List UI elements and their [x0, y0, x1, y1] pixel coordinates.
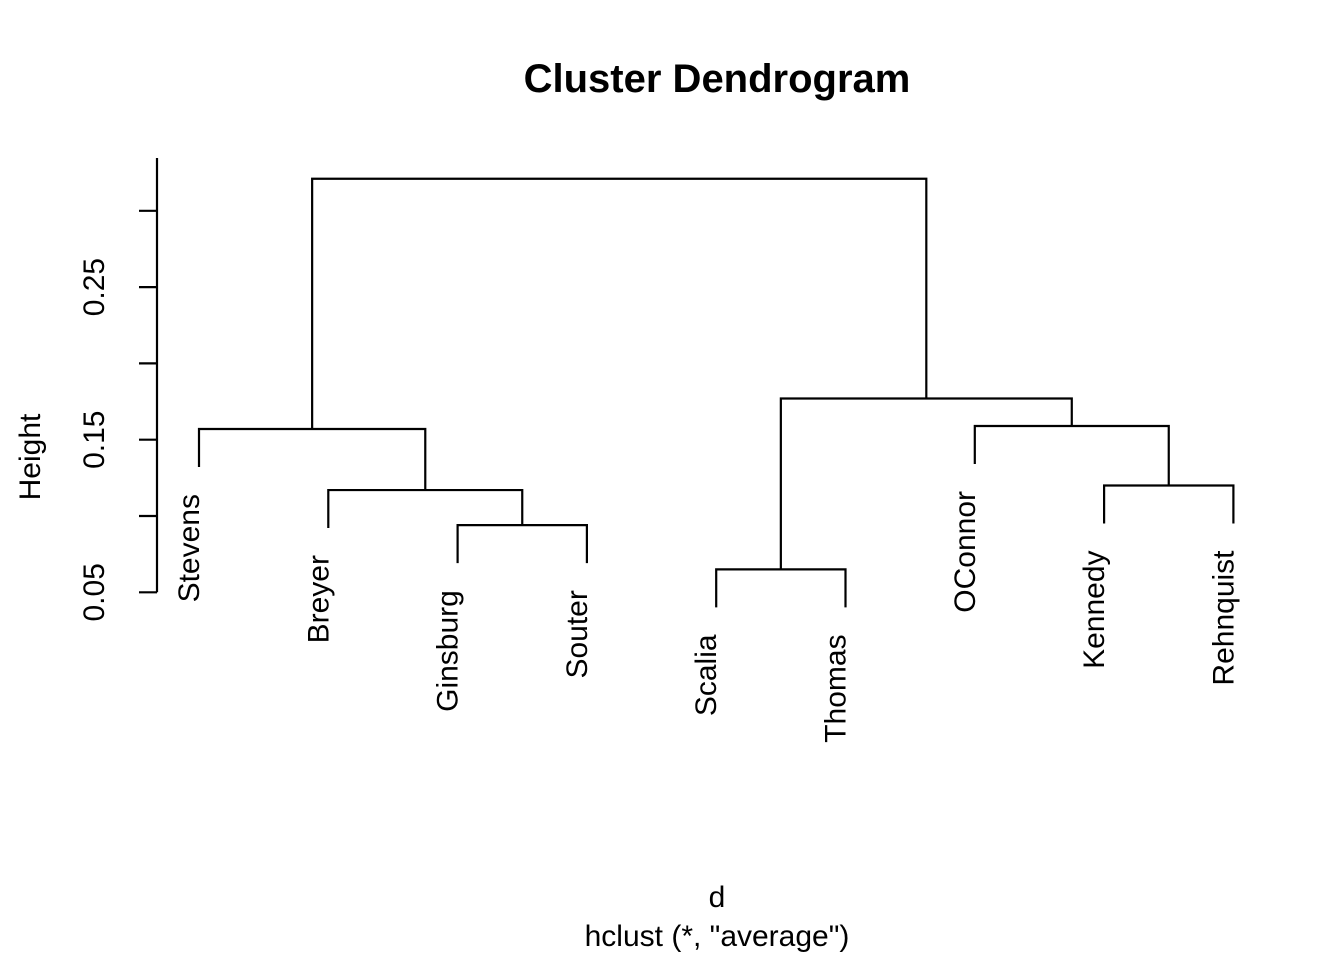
dendrogram-tree: [197, 177, 1235, 608]
leaf-label: Thomas: [820, 634, 853, 742]
y-axis-title: Height: [14, 413, 47, 500]
y-axis: 0.05 0.15 0.25: [78, 158, 159, 621]
x-axis-title: d: [709, 881, 726, 914]
leaf-label: Rehnquist: [1207, 550, 1240, 686]
y-axis-tick-label: 0.15: [78, 411, 111, 469]
leaf-label: Ginsburg: [432, 590, 465, 712]
leaf-label: Stevens: [173, 494, 206, 602]
leaf-label: OConnor: [949, 491, 982, 613]
leaf-label: Souter: [561, 590, 594, 678]
x-axis-method-caption: hclust (*, "average"): [585, 920, 850, 953]
leaf-label: Kennedy: [1078, 550, 1111, 668]
leaf-label: Breyer: [302, 555, 335, 643]
chart-title: Cluster Dendrogram: [524, 57, 911, 101]
dendrogram-link: [311, 177, 928, 430]
leaf-label: Scalia: [690, 634, 723, 716]
y-axis-tick-label: 0.25: [78, 258, 111, 316]
y-axis-tick-label: 0.05: [78, 563, 111, 621]
